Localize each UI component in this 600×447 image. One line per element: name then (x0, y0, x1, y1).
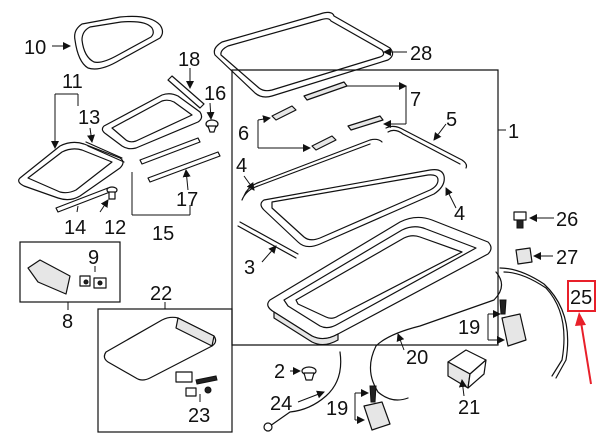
callout-5: 5 (446, 109, 457, 131)
motor-part-19-upper (499, 299, 527, 347)
seal-kit-part-9 (27, 259, 107, 295)
callout-3: 3 (244, 257, 255, 279)
callout-4-right: 4 (454, 203, 465, 225)
clip-part-6-lower (311, 135, 337, 151)
callout-10: 10 (24, 37, 46, 59)
sunshade-panel-part-11 (18, 141, 124, 201)
bolt-part-26 (513, 211, 527, 229)
clip-part-6-upper (271, 105, 297, 121)
hardware-part-23 (175, 371, 218, 397)
callout-18: 18 (178, 49, 200, 71)
seal-part-5 (385, 125, 468, 169)
strip-part-3 (237, 221, 299, 259)
callout-22: 22 (150, 283, 172, 305)
callout-28: 28 (410, 43, 432, 65)
wind-deflector-part-7-upper (303, 81, 348, 101)
callout-25: 25 (570, 287, 592, 309)
callout-14: 14 (64, 217, 86, 239)
clip-strip-part-18 (167, 75, 205, 109)
callout-8: 8 (62, 311, 73, 333)
drain-tube-part-24-end (263, 422, 273, 432)
seal-part-4-right (260, 169, 445, 248)
trim-strip-part-17 (139, 137, 221, 183)
callout-15: 15 (152, 223, 174, 245)
callout-17: 17 (176, 189, 198, 211)
harness-part-20 (369, 271, 503, 401)
outer-seal-part-28 (213, 11, 394, 98)
callout-26: 26 (556, 209, 578, 231)
callout-27: 27 (556, 247, 578, 269)
seal-part-4-right-inner (271, 174, 439, 241)
callout-23: 23 (188, 405, 210, 427)
wind-deflector-part-7-lower (347, 115, 384, 131)
highlight-box-25 (567, 280, 596, 312)
fastener-part-12 (106, 186, 118, 200)
highlight-arrow-shaft (580, 321, 592, 385)
callout-11: 11 (62, 71, 83, 93)
callout-19-lower: 19 (326, 398, 348, 420)
callout-20: 20 (406, 347, 428, 369)
callout-13: 13 (78, 107, 100, 129)
callout-2: 2 (274, 361, 285, 383)
highlight-arrow-head (575, 312, 586, 326)
sunroof-frame (267, 216, 492, 346)
callout-1: 1 (508, 121, 519, 143)
kit-box-8 (19, 241, 121, 303)
callout-labels: 1 2 3 4 4 5 6 7 8 9 10 11 12 13 14 15 16… (24, 37, 592, 427)
callout-21: 21 (458, 397, 480, 419)
nut-part-27 (515, 247, 533, 265)
drain-tube-part-25 (499, 267, 569, 379)
motor-part-19-lower (363, 385, 391, 431)
callout-7: 7 (410, 89, 421, 111)
control-module-part-21 (447, 349, 487, 389)
callout-6: 6 (238, 123, 249, 145)
callout-16: 16 (204, 83, 226, 105)
drain-tube-part-24 (269, 351, 342, 427)
callout-19-right: 19 (458, 317, 480, 339)
pushpin-part-16 (205, 119, 219, 133)
assembly-bracket-1 (231, 69, 499, 346)
sunshade-part-15 (101, 93, 203, 150)
grommet-part-2 (301, 366, 317, 381)
callout-9: 9 (88, 247, 99, 269)
sunshade-kit-part-22 (103, 316, 217, 381)
callout-12: 12 (104, 217, 126, 239)
leader-lines (51, 42, 554, 424)
glass-panel-part-10 (74, 15, 164, 70)
callout-24: 24 (270, 393, 292, 415)
rail-strip-part-13 (85, 141, 125, 163)
callout-4-left: 4 (236, 155, 247, 177)
